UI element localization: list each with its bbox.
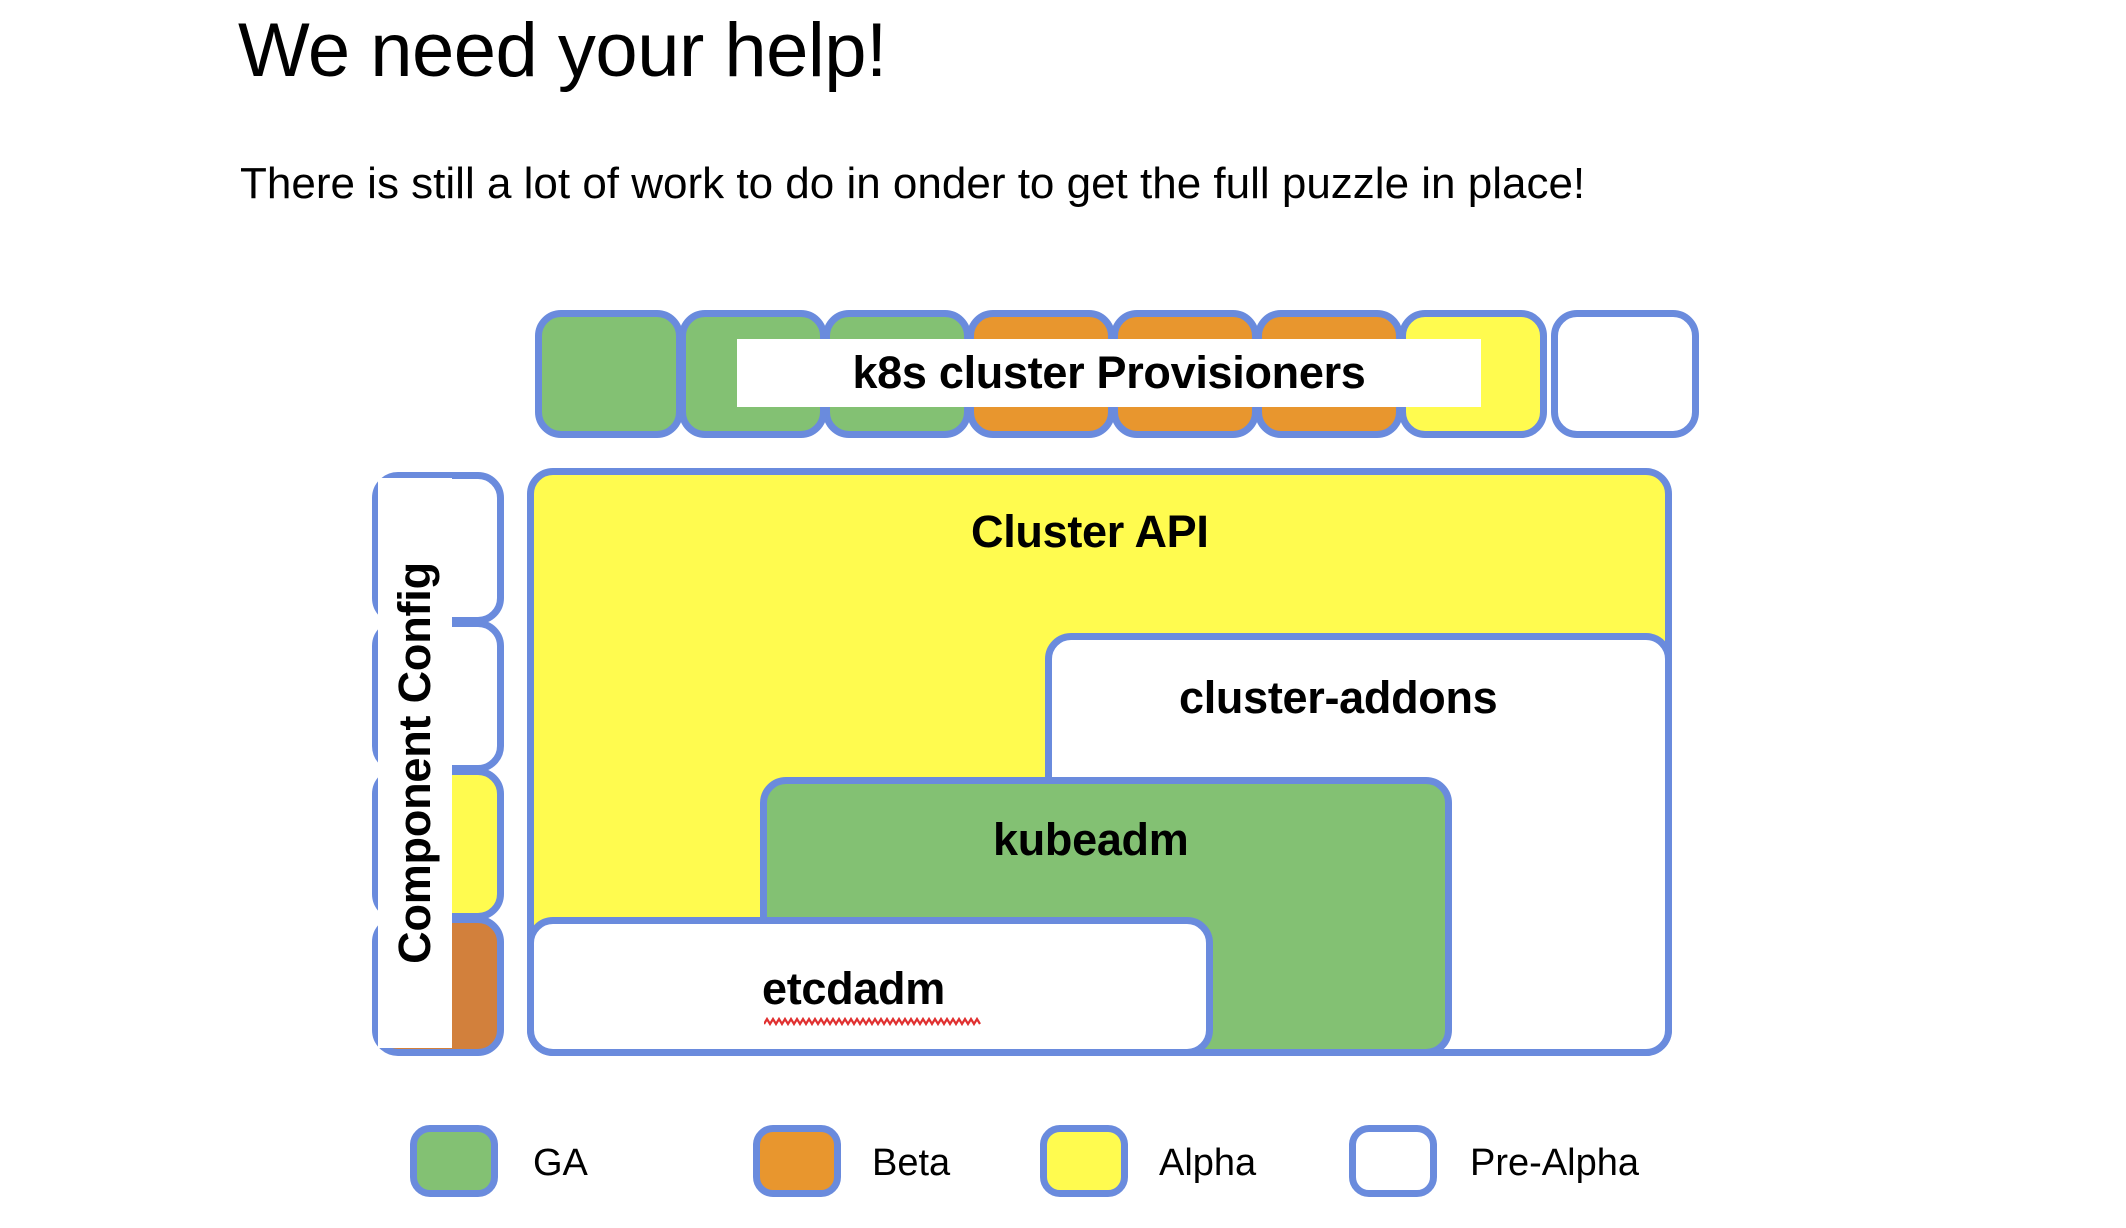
component-config-label-text: Component Config [389,562,440,964]
cluster-api-label: Cluster API [971,506,1209,557]
spellcheck-squiggle-icon [764,1017,981,1026]
legend-label-pre-alpha: Pre-Alpha [1470,1142,1639,1184]
page-subtitle: There is still a lot of work to do in on… [240,159,1586,208]
component-config-label: Component Config [378,478,452,1048]
cluster-addons-label: cluster-addons [1179,672,1498,723]
legend-swatch-beta [753,1125,841,1197]
etcdadm-label: etcdadm [762,963,945,1014]
legend-label-alpha: Alpha [1159,1142,1257,1184]
legend-swatch-alpha [1040,1125,1128,1197]
provisioner-tile-1[interactable] [535,310,683,438]
legend-swatch-ga [410,1125,498,1197]
etcdadm-box[interactable] [527,917,1213,1056]
legend-label-ga: GA [533,1142,588,1184]
legend-label-beta: Beta [872,1142,951,1184]
provisioner-tile-8[interactable] [1551,310,1699,438]
provisioner-row-label: k8s cluster Provisioners [737,339,1481,407]
page-title: We need your help! [238,8,887,93]
legend-swatch-pre-alpha [1349,1125,1437,1197]
kubeadm-label: kubeadm [993,814,1189,865]
